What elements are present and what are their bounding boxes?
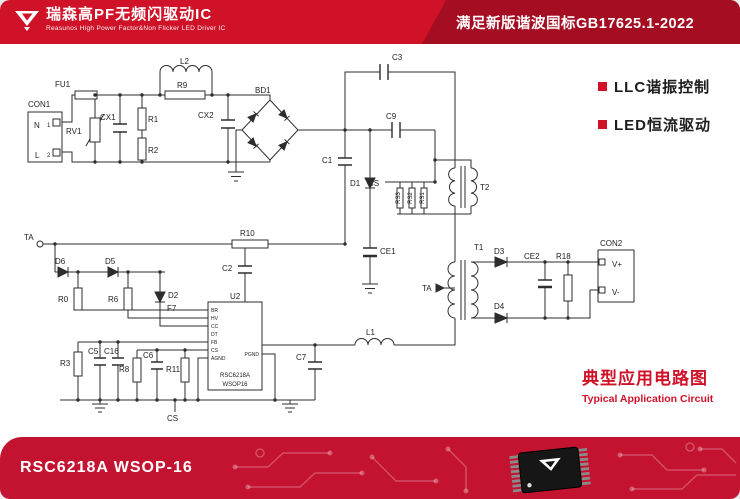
schematic-label-u2: U2 <box>230 292 241 301</box>
schematic-label-d6: D6 <box>55 257 66 266</box>
schematic-label-fu1: FU1 <box>55 80 71 89</box>
footer-banner: RSC6218A WSOP-16 <box>0 437 740 499</box>
schematic-label-d1: D1 <box>350 179 361 188</box>
schematic-label-rv1: RV1 <box>66 127 82 136</box>
schematic-label-l: L <box>35 151 40 160</box>
schematic-label-v+: V+ <box>612 260 622 269</box>
schematic-label-cs: CS <box>211 348 219 354</box>
transformer-t2 <box>448 166 478 208</box>
schematic-label-r18: R18 <box>556 252 571 261</box>
schematic-label-c9: C9 <box>386 112 397 121</box>
schematic-label-t2: T2 <box>480 183 490 192</box>
schematic-label-cx2: CX2 <box>198 111 214 120</box>
schematic-label-con1: CON1 <box>28 100 51 109</box>
feature-list: LLC谐振控制 LED恒流驱动 <box>598 76 711 152</box>
schematic-label-dt: DT <box>211 332 218 338</box>
schematic-label-c16: C16 <box>104 347 119 356</box>
diode-symbols <box>57 177 509 324</box>
schematic-label-rs2: RS2 <box>408 192 414 204</box>
schematic-label-r10: R10 <box>240 229 255 238</box>
schematic-label-d3: D3 <box>494 247 505 256</box>
schematic-label-v-: V- <box>612 288 620 297</box>
page-title: 瑞森高PF无频闪驱动IC <box>46 6 213 23</box>
schematic-label-con2: CON2 <box>600 239 623 248</box>
schematic-label-br: BR <box>211 308 218 314</box>
feature-item-llc: LLC谐振控制 <box>598 76 711 97</box>
schematic-label-t1: T1 <box>474 243 484 252</box>
schematic-label-fb: FB <box>211 340 218 346</box>
schematic-label-l2: L2 <box>180 57 189 66</box>
schematic-label-c6: C6 <box>143 351 154 360</box>
ic-u2 <box>207 301 263 391</box>
schematic-label-r2: R2 <box>148 146 159 155</box>
schematic-wiring <box>36 64 598 413</box>
schematic-label-r8: R8 <box>119 365 130 374</box>
schematic-label-bd1: BD1 <box>255 86 271 95</box>
schematic-label-agnd: AGND <box>211 356 226 362</box>
schematic-label-r0: R0 <box>58 295 69 304</box>
schematic-label-c1: C1 <box>322 156 333 165</box>
bullet-square-icon <box>598 120 607 129</box>
schematic-label-cs: CS <box>167 414 178 423</box>
schematic-label-l1: L1 <box>366 328 375 337</box>
schematic-label-rsc6218a: RSC6218A <box>220 373 250 379</box>
schematic-label-ta: TA <box>422 284 432 293</box>
schematic-label-pgnd: PGND <box>245 352 260 358</box>
bridge-rectifier-bd1 <box>241 99 299 161</box>
header-banner: 瑞森高PF无频闪驱动IC Reasunos High Power Factor&… <box>0 0 740 44</box>
schematic-label-r9: R9 <box>177 81 188 90</box>
caption-title-cn: 典型应用电路图 <box>582 369 708 388</box>
connector-con1 <box>27 111 63 163</box>
transformer-t1 <box>447 260 479 320</box>
schematic-label-r6: R6 <box>108 295 119 304</box>
connector-con2 <box>597 249 635 303</box>
schematic-label-ta: TA <box>24 233 34 242</box>
schematic-label-d2: D2 <box>168 291 179 300</box>
schematic-label-d4: D4 <box>494 302 505 311</box>
part-number: RSC6218A WSOP-16 <box>20 459 193 476</box>
schematic-label-ce1: CE1 <box>380 247 396 256</box>
caption: 典型应用电路图 Typical Application Circuit <box>582 364 713 405</box>
standard-badge: 满足新版谐波国标GB17625.1-2022 <box>422 0 740 44</box>
schematic-label-1: 1 <box>47 123 51 129</box>
header-titles: 瑞森高PF无频闪驱动IC Reasunos High Power Factor&… <box>46 5 226 32</box>
caption-title-en: Typical Application Circuit <box>582 393 714 405</box>
schematic-label-ce2: CE2 <box>524 252 540 261</box>
schematic-label-c5: C5 <box>88 347 99 356</box>
schematic-label-cc: CC <box>211 324 219 330</box>
standard-badge-text: 满足新版谐波国标GB17625.1-2022 <box>456 15 695 32</box>
schematic-label-d5: D5 <box>105 257 116 266</box>
schematic-label-c2: C2 <box>222 264 233 273</box>
schematic-label-r3: R3 <box>60 359 71 368</box>
schematic-label-rs1: RS1 <box>420 192 426 204</box>
schematic-label-wsop16: WSOP16 <box>222 382 248 388</box>
circuit-schematic: CON1N1L2FU1RV1CX1R1R2R9L2CX2BD1C3C9C1D1C… <box>24 53 635 423</box>
schematic-label-hv: HV <box>211 316 219 322</box>
schematic-label-n: N <box>34 121 40 130</box>
schematic-label-rs3: RS3 <box>396 192 402 204</box>
brand-logo-icon <box>15 11 39 31</box>
schematic-label-f7: F7 <box>167 304 177 313</box>
feature-label: LLC谐振控制 <box>614 79 711 96</box>
feature-label: LED恒流驱动 <box>614 117 712 134</box>
schematic-label-c7: C7 <box>296 353 307 362</box>
schematic-label-2: 2 <box>47 153 51 159</box>
resistor-symbols <box>73 90 573 383</box>
bullet-square-icon <box>598 82 607 91</box>
schematic-label-cs: CS <box>368 179 379 188</box>
schematic-label-r11: R11 <box>166 365 181 374</box>
pcb-trace-decoration <box>232 442 737 494</box>
node-dots <box>53 93 570 402</box>
page-subtitle: Reasunos High Power Factor&Non Flicker L… <box>46 25 226 32</box>
chip-illustration <box>509 446 591 494</box>
schematic-label-cx1: CX1 <box>100 113 116 122</box>
feature-item-led: LED恒流驱动 <box>598 114 711 135</box>
schematic-label-c3: C3 <box>392 53 403 62</box>
schematic-label-r1: R1 <box>148 115 159 124</box>
